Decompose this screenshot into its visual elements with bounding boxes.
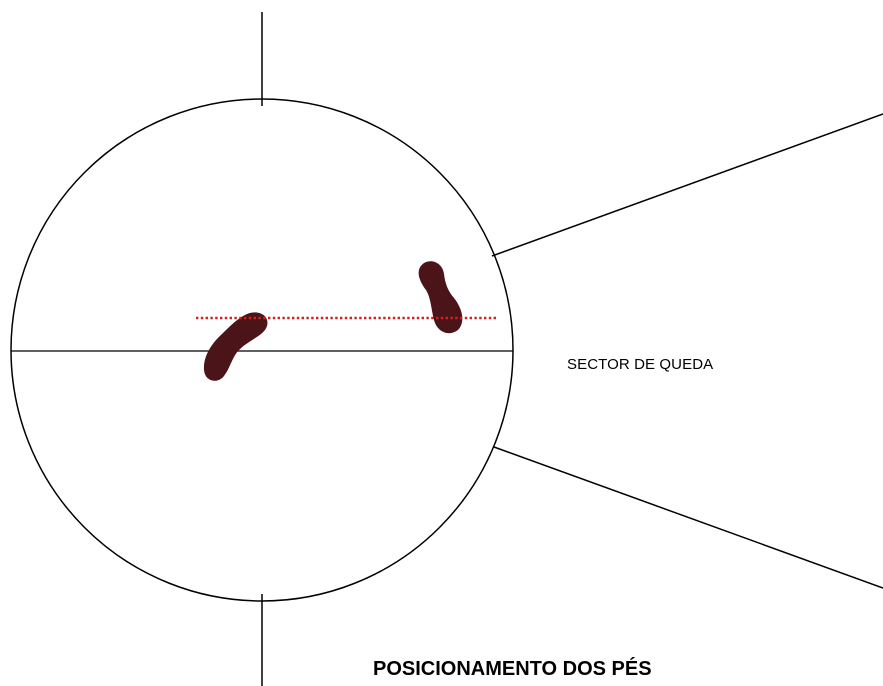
right-foot: [418, 261, 463, 334]
sector-line-lower: [493, 446, 883, 589]
left-foot: [203, 312, 268, 381]
throwing-circle: [10, 98, 514, 602]
sector-label: SECTOR DE QUEDA: [567, 356, 714, 373]
sector-line-upper: [491, 113, 883, 257]
page-title: POSICIONAMENTO DOS PÉS: [373, 658, 652, 680]
